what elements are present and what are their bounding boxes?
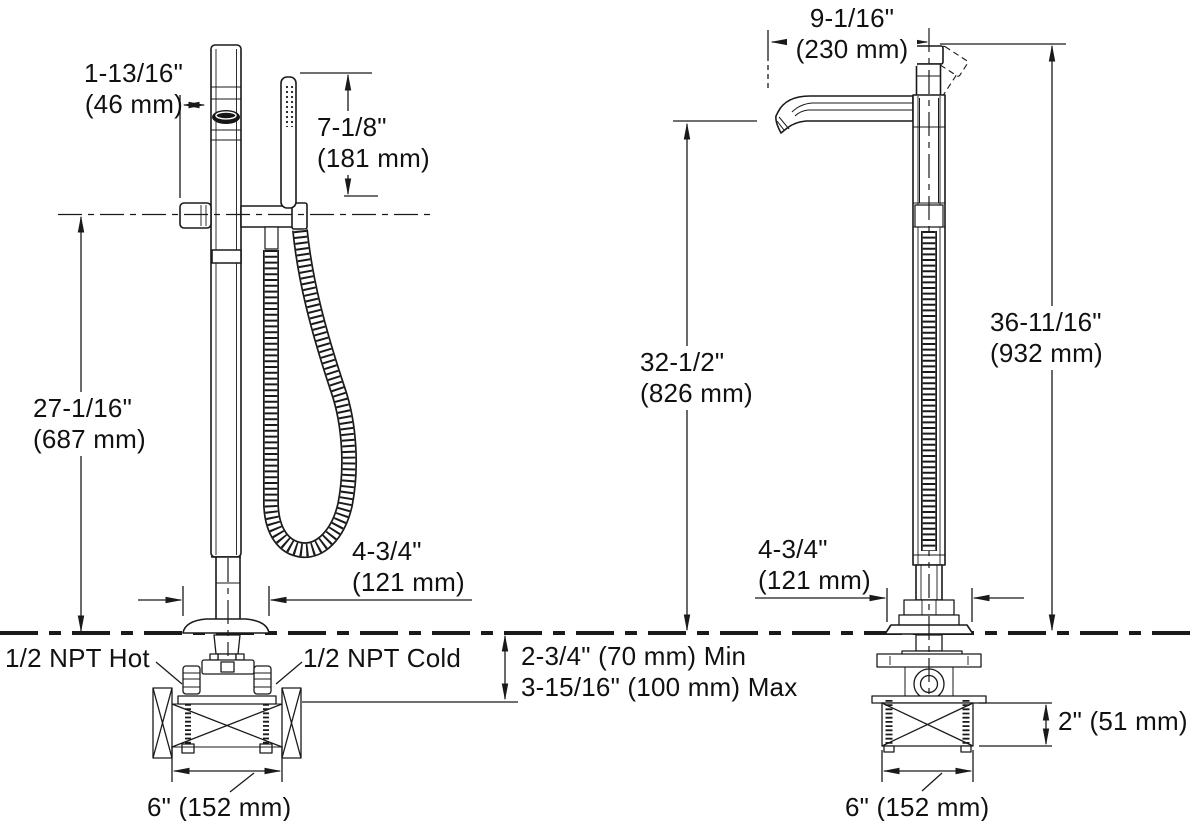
- blocking-left: [152, 687, 173, 759]
- dim-overall-height: 36-11/16" (932 mm): [986, 306, 1107, 370]
- handle-side: [912, 45, 944, 97]
- right-figure-side-view: [775, 45, 987, 753]
- base-escutcheon: [182, 618, 270, 634]
- dim-base-width-right: 4-3/4" (121 mm): [758, 534, 871, 595]
- spout-side: [775, 95, 914, 134]
- label-supply-cold: 1/2 NPT Cold: [303, 643, 461, 673]
- blocking-side: [881, 702, 974, 747]
- centerlines: [58, 28, 930, 694]
- dim-blocking-width-left: 6" (152 mm): [147, 792, 292, 821]
- handshower-hose: [263, 229, 358, 559]
- handle-front: [179, 202, 212, 229]
- dim-spout-reach: 9-1/16" (230 mm): [787, 2, 917, 66]
- dim-blocking-height: 2" (51 mm): [1058, 706, 1188, 736]
- dim-blocking-width-right: 6" (152 mm): [845, 792, 990, 821]
- dim-base-width-left: 4-3/4" (121 mm): [352, 536, 465, 597]
- blocking-right: [281, 687, 302, 759]
- label-supply-hot: 1/2 NPT Hot: [5, 643, 150, 673]
- dim-handle-projection: 1-13/16" (46 mm): [83, 58, 183, 119]
- left-figure-front-view: [152, 44, 308, 759]
- rough-in-valve-front: [152, 634, 302, 759]
- rough-in-valve-side: [871, 634, 987, 753]
- dim-handshower-length: 7-1/8" (181 mm): [313, 111, 434, 175]
- dim-spout-height: 32-1/2" (826 mm): [636, 346, 757, 410]
- handshower-wand: [280, 76, 297, 209]
- dim-floor-thickness: 2-3/4" (70 mm) Min 3-15/16" (100 mm) Max: [521, 641, 798, 702]
- dim-handle-height: 27-1/16" (687 mm): [29, 392, 150, 456]
